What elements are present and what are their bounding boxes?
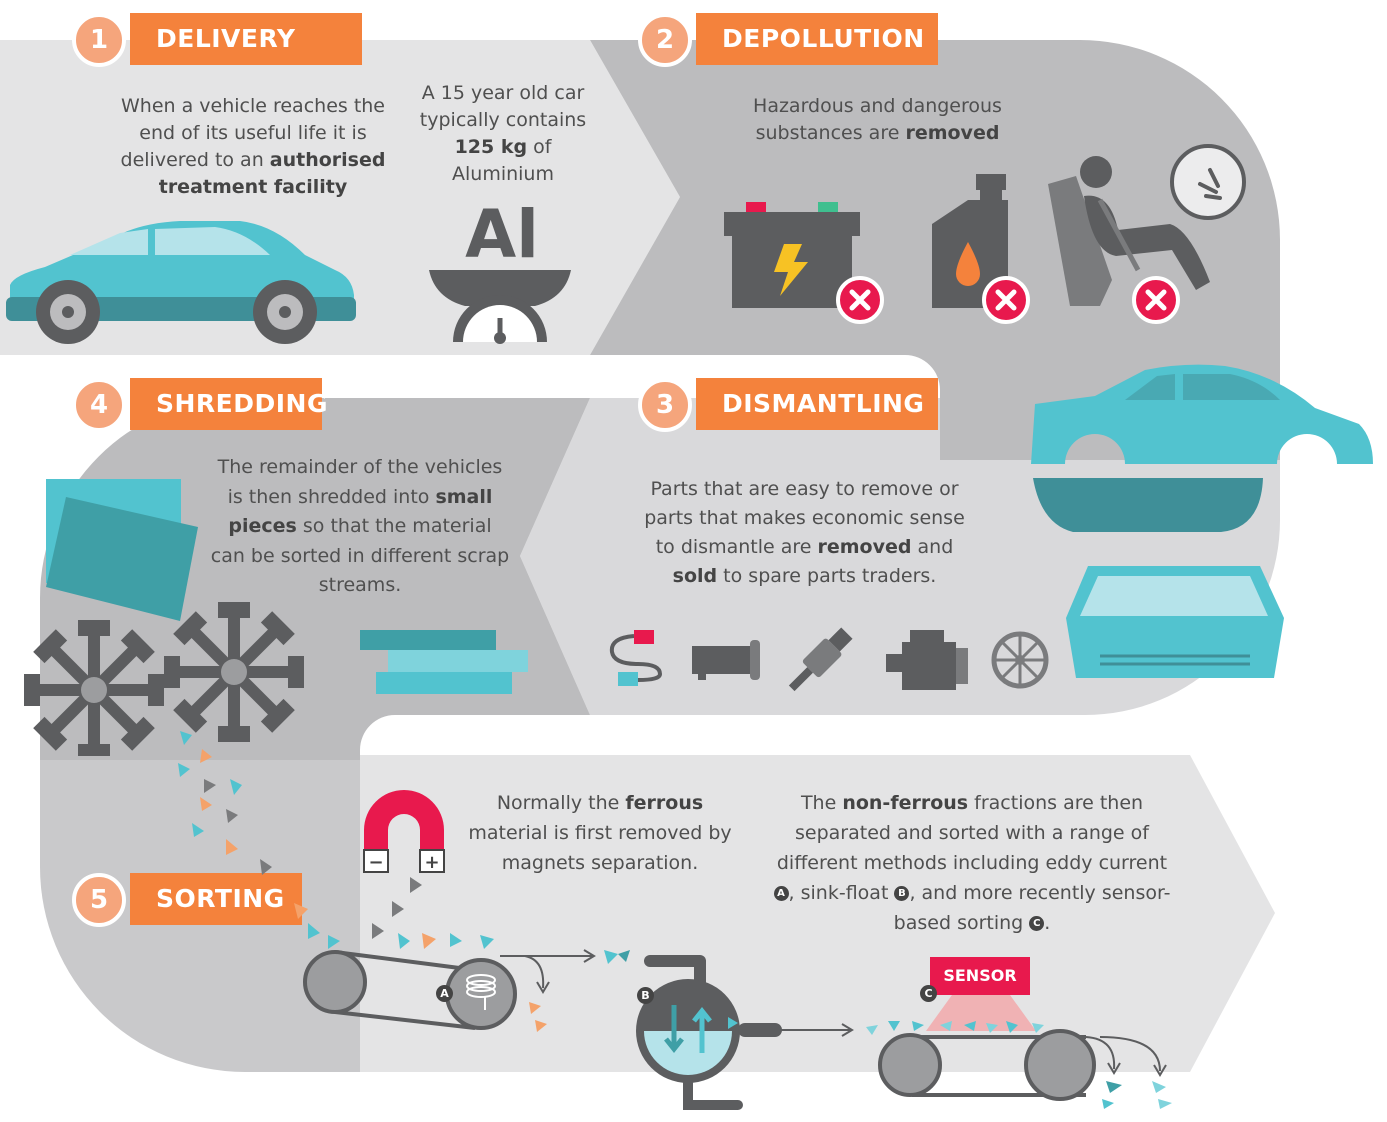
spare-parts-icons xyxy=(609,627,1049,692)
dismantling-description: Parts that are easy to remove or parts t… xyxy=(644,478,965,587)
step-title: SORTING xyxy=(130,873,302,925)
battery-icon xyxy=(724,202,884,324)
magnet-icon: − + xyxy=(363,790,445,873)
shredder-gear-right xyxy=(164,602,304,742)
weighing-scale-icon xyxy=(429,270,571,344)
starter-motor-icon xyxy=(692,640,760,680)
cable-connector-icon xyxy=(609,630,663,686)
magnet-plus-sign: + xyxy=(424,852,439,873)
step-number-badge: 2 xyxy=(638,13,692,67)
sink-float-tank-icon xyxy=(636,955,782,1110)
arrow-to-sinkfloat-icon xyxy=(500,949,630,964)
airbag-seat-icon xyxy=(1048,144,1246,324)
wheel-rim-icon xyxy=(991,631,1049,689)
aluminium-fact: A 15 year old car typically contains 125… xyxy=(419,82,587,185)
falling-fragments-icon xyxy=(178,731,494,949)
ferrous-description: Normally the ferrous material is first r… xyxy=(468,792,732,874)
inline-marker-b: B xyxy=(894,886,910,901)
shredding-description: The remainder of the vehicles is then sh… xyxy=(210,456,510,596)
marker-b: B xyxy=(637,987,654,1004)
step-title: DEPOLLUTION xyxy=(696,13,938,65)
shredder-gears-icon xyxy=(24,602,304,756)
sorted-scrap-stacks-icon xyxy=(360,630,528,694)
car-body-shell-icon xyxy=(1031,364,1373,532)
aluminium-symbol: Al xyxy=(465,196,539,273)
marker-a: A xyxy=(436,985,453,1002)
car-icon xyxy=(6,221,356,344)
step-title: DISMANTLING xyxy=(696,378,938,430)
car-windshield-icon xyxy=(1066,566,1284,678)
inline-marker-c: C xyxy=(1029,916,1045,931)
shredder-gear-left xyxy=(24,620,164,756)
non-ferrous-description: The non-ferrous fractions are then separ… xyxy=(772,788,1172,938)
depollution-description: Hazardous and dangerous substances are r… xyxy=(753,95,1002,144)
inline-marker-a: A xyxy=(773,886,789,901)
magnet-minus-sign: − xyxy=(368,852,383,873)
arrow-to-sensor-icon xyxy=(780,1023,854,1037)
step-number-badge: 1 xyxy=(72,13,126,67)
oil-bottle-icon xyxy=(932,174,1030,324)
step-title: DELIVERY xyxy=(130,13,362,65)
sensor-label: SENSOR xyxy=(930,957,1030,995)
delivery-description: When a vehicle reaches the end of its us… xyxy=(120,95,386,198)
marker-c: C xyxy=(920,985,937,1002)
step-number-badge: 5 xyxy=(72,873,126,927)
eddy-current-separator-icon xyxy=(303,950,585,1032)
step-number-badge: 4 xyxy=(72,378,126,432)
scrap-sheets-icon xyxy=(46,479,198,621)
engine-icon xyxy=(886,630,968,690)
sensor-sorting-conveyor-icon xyxy=(866,995,1172,1109)
shock-absorber-icon xyxy=(788,627,853,692)
step-title: SHREDDING xyxy=(130,378,328,430)
step-number-badge: 3 xyxy=(638,378,692,432)
